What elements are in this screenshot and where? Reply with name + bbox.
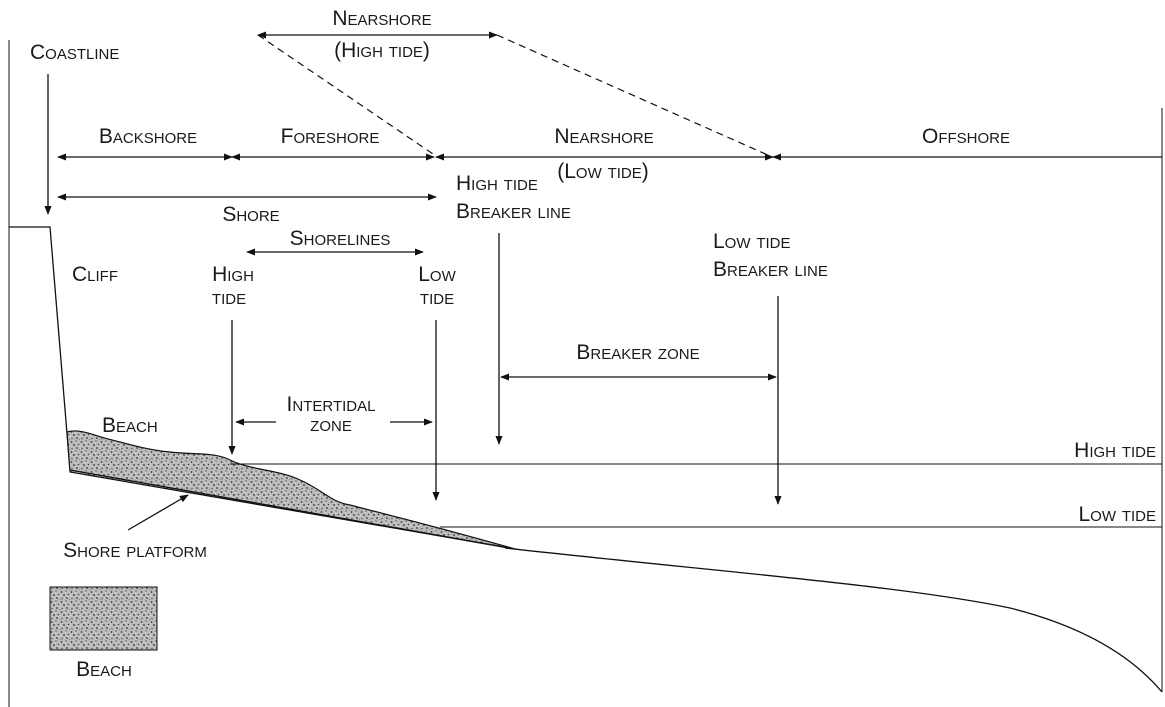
high-shoreline-label-2: tide bbox=[212, 286, 246, 309]
shorelines-label: Shorelines bbox=[290, 227, 391, 250]
low-breaker-label-2: Breaker line bbox=[713, 258, 828, 281]
shore-platform-label: Shore platform bbox=[63, 539, 207, 562]
low-tide-level-label: Low tide bbox=[1078, 503, 1156, 526]
shore-platform-pointer bbox=[127, 494, 189, 531]
nearshore-low-label-2: (Low tide) bbox=[557, 160, 649, 183]
dashed-link-right bbox=[496, 34, 771, 157]
intertidal-label-2: zone bbox=[310, 413, 352, 436]
shore-label: Shore bbox=[222, 203, 279, 226]
cliff-profile bbox=[9, 226, 71, 471]
shore-platform-line bbox=[69, 469, 516, 550]
high-tide-level-label: High tide bbox=[1074, 439, 1156, 462]
nearshore-low-label-1: Nearshore bbox=[554, 125, 653, 148]
low-breaker-label-1: Low tide bbox=[713, 230, 791, 253]
backshore-label: Backshore bbox=[99, 125, 197, 148]
high-breaker-label-2: Breaker line bbox=[456, 200, 571, 223]
low-shoreline-label-2: tide bbox=[420, 286, 454, 309]
coastline-label: Coastline bbox=[30, 41, 119, 64]
intertidal-label-1: Intertidal bbox=[287, 393, 376, 416]
high-shoreline-label-1: High bbox=[212, 263, 254, 286]
nearshore-high-label-2: (High tide) bbox=[334, 39, 430, 62]
foreshore-label: Foreshore bbox=[281, 125, 380, 148]
legend-beach-swatch bbox=[49, 586, 158, 651]
legend-beach-label: Beach bbox=[76, 658, 132, 681]
nearshore-high-label-1: Nearshore bbox=[332, 7, 431, 30]
beach-deposit bbox=[66, 430, 516, 550]
beach-label: Beach bbox=[102, 414, 158, 437]
high-breaker-label-1: High tide bbox=[456, 172, 538, 195]
cliff-label: Cliff bbox=[72, 263, 118, 286]
seabed-profile bbox=[504, 547, 1163, 693]
low-shoreline-label-1: Low bbox=[418, 263, 456, 286]
breaker-zone-label: Breaker zone bbox=[576, 341, 699, 364]
offshore-label: Offshore bbox=[922, 125, 1010, 148]
